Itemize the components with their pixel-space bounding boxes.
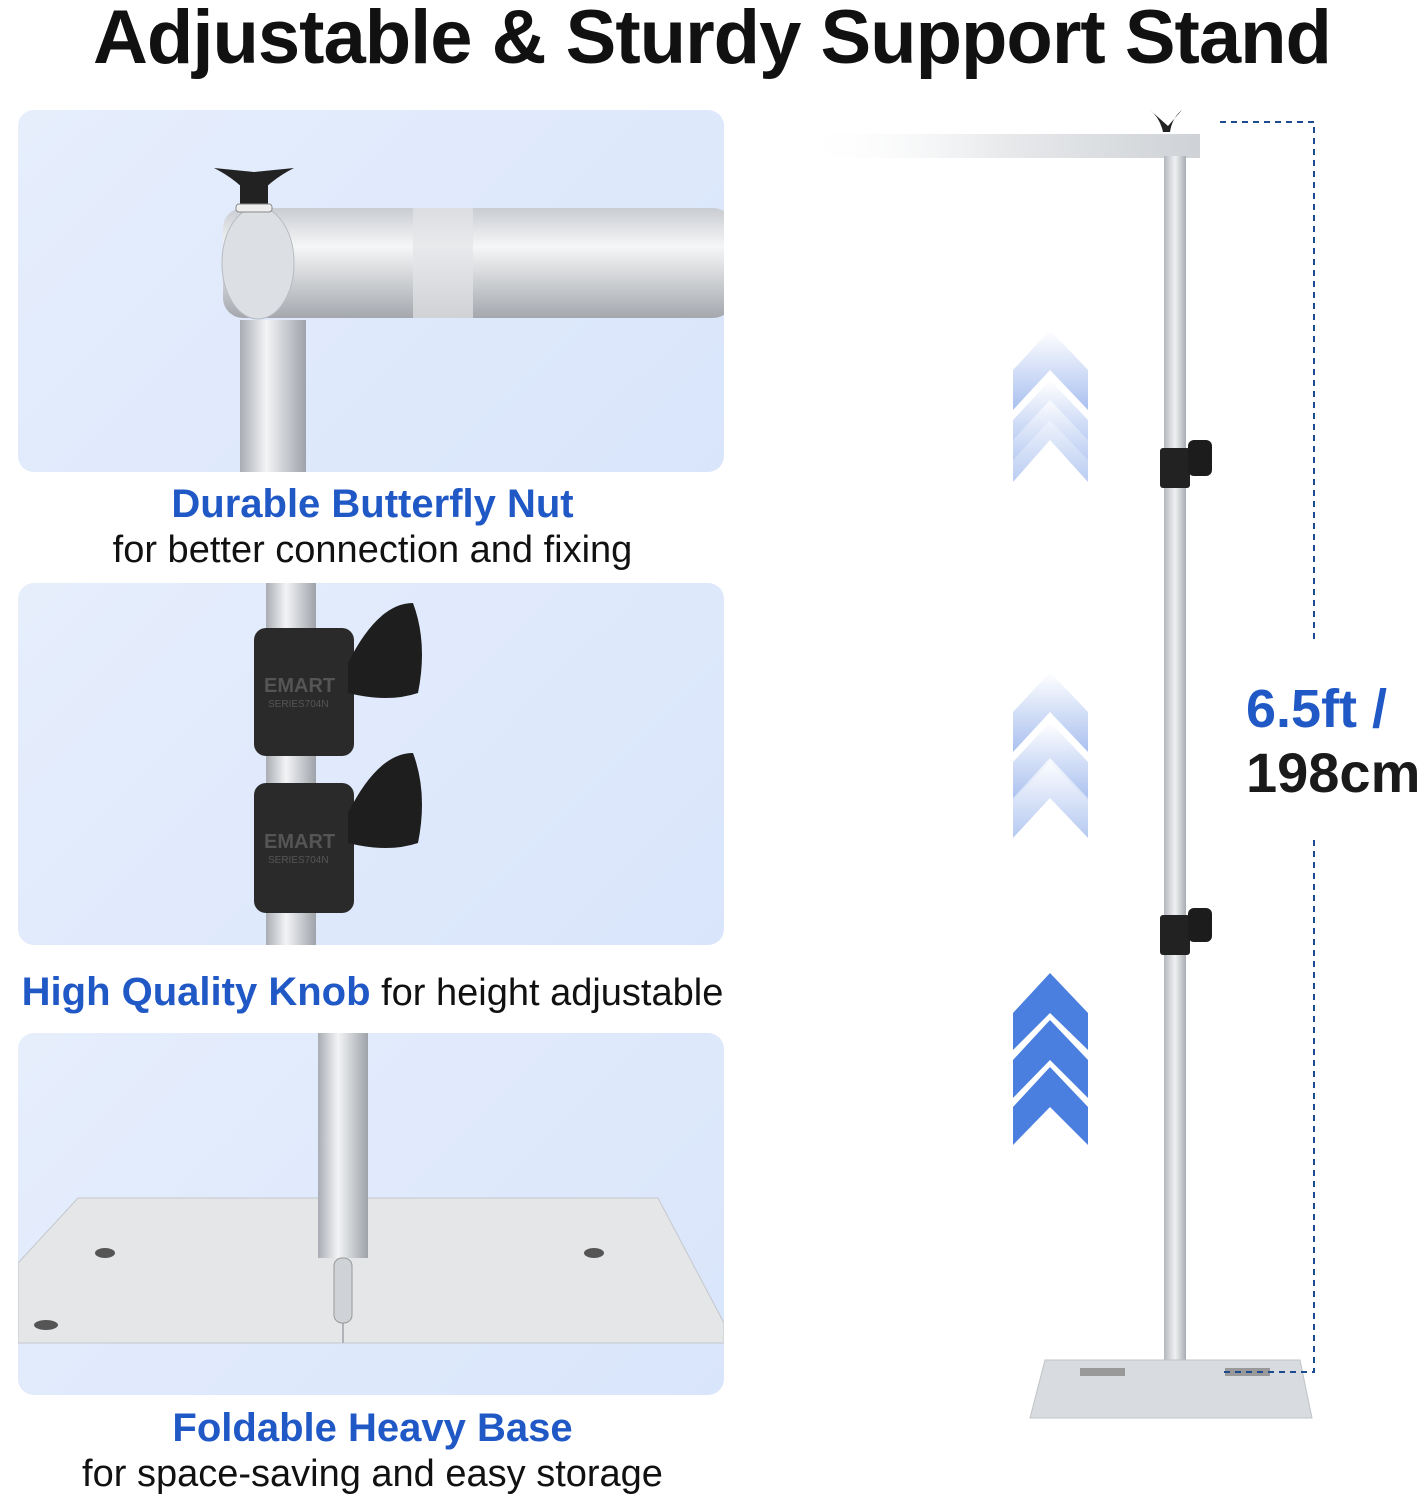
feature-1-description: for better connection and fixing [112, 529, 633, 571]
up-arrows-faded [1013, 330, 1088, 838]
knob-upper [254, 603, 422, 756]
knob-illustration [254, 583, 422, 945]
height-metric: 198cm [1246, 741, 1421, 804]
knob-2 [1160, 915, 1190, 955]
stand-pole [1164, 156, 1186, 1366]
knob-brand-label: EMART [264, 831, 336, 853]
up-arrows-solid [1013, 973, 1088, 1145]
feature-3-title: Foldable Heavy Base [172, 1406, 573, 1450]
butterfly-nut [1150, 110, 1182, 132]
base-illustration [18, 1033, 724, 1344]
knob-series-label: SERIES704N [268, 699, 329, 710]
feature-3-description: for space-saving and easy storage [82, 1453, 663, 1495]
top-crossbar [800, 134, 1200, 158]
feature-1-title: Durable Butterfly Nut [171, 482, 574, 526]
knob-series-label: SERIES704N [268, 855, 329, 866]
feature-2-caption: High Quality Knob for height adjustable [0, 968, 745, 1017]
page-title: Adjustable & Sturdy Support Stand [93, 0, 1332, 80]
height-imperial: 6.5ft / [1246, 679, 1388, 739]
stand-base [1029, 1359, 1313, 1419]
knob-brand-label: EMART [264, 675, 336, 697]
feature-2-description: for height adjustable [370, 972, 724, 1014]
feature-2-title: High Quality Knob [21, 970, 371, 1014]
butterfly-nut-illustration [214, 168, 724, 472]
knob-panel: EMART SERIES704N EMART SERIES704N [18, 583, 724, 945]
knob-1 [1160, 448, 1190, 488]
base-panel [18, 1033, 724, 1395]
knob-lower [254, 753, 422, 913]
butterfly-nut-panel [18, 110, 724, 472]
